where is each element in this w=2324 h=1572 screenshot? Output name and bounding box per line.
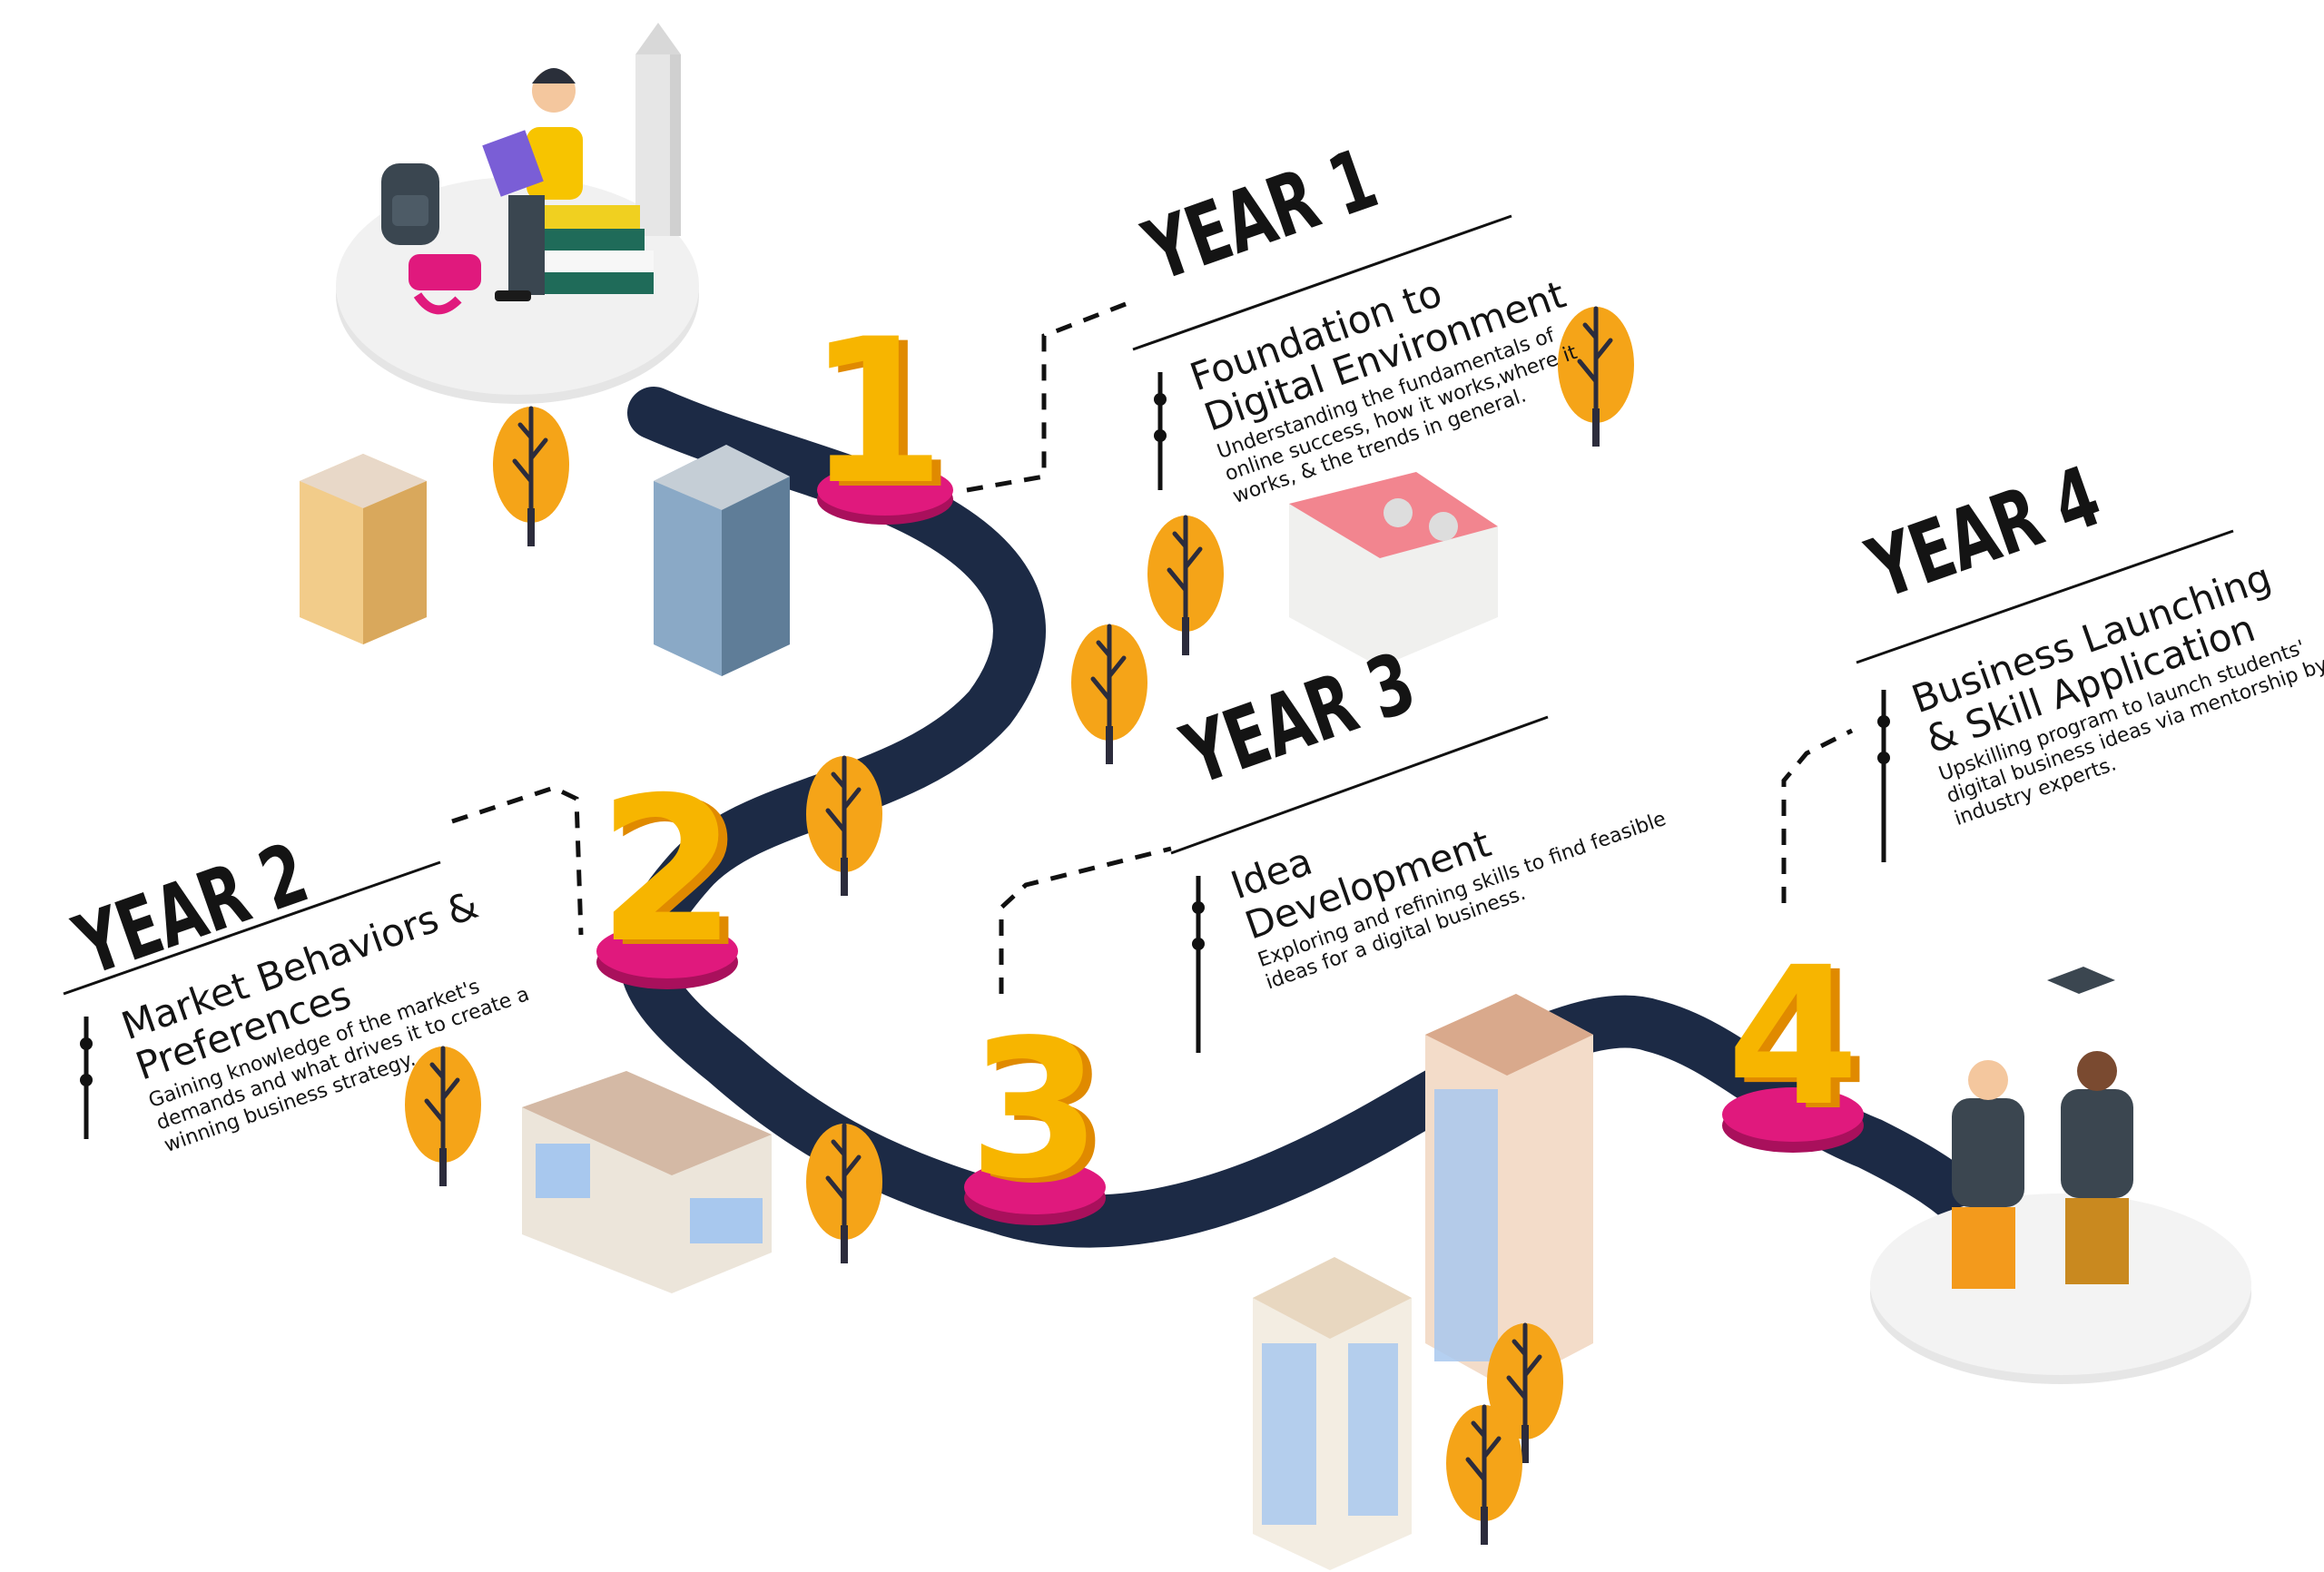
underline-year-1 <box>1132 214 1512 351</box>
pencil-icon <box>635 23 681 236</box>
backpack-icon <box>381 163 439 245</box>
building-small-left <box>300 454 427 644</box>
milestone-number-1-face: 1 <box>806 296 945 528</box>
underline-year-3 <box>1170 715 1549 855</box>
underline-year-2 <box>63 860 441 996</box>
building-tall-beige <box>1425 994 1593 1389</box>
milestone-number-1: 1 <box>815 300 954 533</box>
building-glass-tower <box>654 445 790 676</box>
vbar-3 <box>1192 876 1205 1053</box>
building-tall-white <box>1253 1257 1412 1570</box>
milestone-number-4: 4 <box>1736 930 1868 1153</box>
books-stack <box>522 205 654 294</box>
milestone-number-4-face: 4 <box>1727 926 1859 1148</box>
milestone-marker-3: 3 3 <box>964 998 1110 1225</box>
vbar-2 <box>80 1017 93 1139</box>
connector-3 <box>999 846 1172 994</box>
game-controller-icon <box>409 254 481 315</box>
student-with-laptop-icon <box>482 68 583 301</box>
milestone-number-3-face: 3 <box>969 998 1101 1221</box>
building-year2 <box>522 1071 772 1293</box>
graduates-celebrating-icon <box>1952 967 2133 1289</box>
milestone-number-2: 2 <box>606 759 745 991</box>
milestone-number-3: 3 <box>978 1003 1110 1225</box>
connector-2 <box>451 785 584 936</box>
graduation-platform <box>1870 1194 2251 1384</box>
vbar-1 <box>1154 372 1167 490</box>
milestone-number-2-face: 2 <box>597 754 736 987</box>
vbar-4 <box>1877 690 1890 862</box>
milestone-marker-1: 1 1 <box>806 296 954 533</box>
milestone-marker-2: 2 2 <box>596 754 746 991</box>
road-path <box>618 387 2005 1248</box>
underline-year-4 <box>1856 529 2234 664</box>
milestone-marker-4: 4 4 <box>1722 926 1868 1153</box>
building-pink-roof <box>1289 472 1498 667</box>
connector-1 <box>966 301 1127 493</box>
connector-4 <box>1781 728 1854 903</box>
